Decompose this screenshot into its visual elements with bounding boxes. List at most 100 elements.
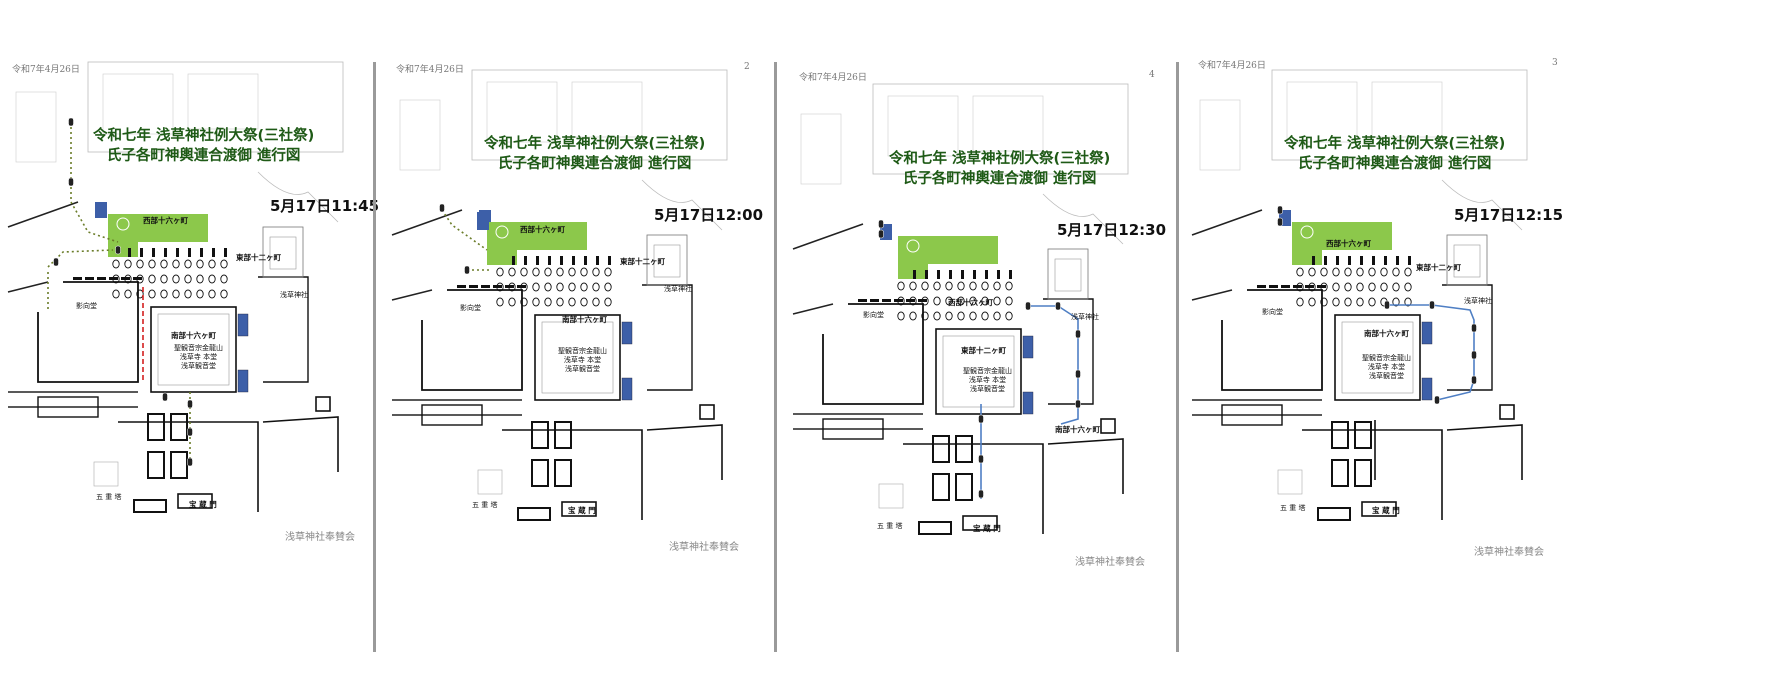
- mikoshi-marker: [220, 274, 228, 284]
- mikoshi-pill: [68, 117, 74, 127]
- mikoshi-bar: [1384, 256, 1387, 265]
- mikoshi-marker: [1392, 282, 1400, 292]
- mikoshi-marker: [1308, 267, 1316, 277]
- barrier-segment: [1317, 285, 1326, 288]
- label-main-hall: 聖観音宗金龍山 浅草寺 本堂 浅草観音堂: [558, 347, 607, 373]
- mikoshi-bar: [1372, 256, 1375, 265]
- mikoshi-marker: [196, 289, 204, 299]
- plaza-marker: [116, 217, 130, 231]
- mikoshi-pill: [1075, 329, 1081, 339]
- lantern-block: [932, 473, 950, 501]
- map-street: [1042, 193, 1124, 245]
- gate-box-left: [133, 499, 167, 513]
- map-block: [15, 91, 57, 163]
- mikoshi-marker: [556, 282, 564, 292]
- mikoshi-pill: [1434, 395, 1440, 405]
- mikoshi-marker: [172, 259, 180, 269]
- plaza-area: [1292, 222, 1392, 265]
- mikoshi-bar: [1009, 270, 1012, 279]
- mikoshi-bar: [997, 270, 1000, 279]
- map-block: [187, 73, 259, 130]
- lantern-block: [531, 421, 549, 449]
- mikoshi-marker: [172, 274, 180, 284]
- map-street: [8, 391, 138, 408]
- pagoda-square: [878, 483, 904, 509]
- mikoshi-marker: [148, 274, 156, 284]
- mikoshi-marker: [592, 297, 600, 307]
- pagoda-square: [1277, 469, 1303, 495]
- label-east-district: 東部十二ヶ町: [1416, 263, 1461, 272]
- barrier-segment: [73, 277, 82, 280]
- map-block: [972, 95, 1044, 152]
- mikoshi-marker: [933, 296, 941, 306]
- mikoshi-marker: [993, 281, 1001, 291]
- label-west-district: 西部十六ヶ町: [948, 298, 993, 307]
- mikoshi-marker: [1356, 267, 1364, 277]
- shrine-building: [1446, 234, 1488, 286]
- barrier-segment: [133, 277, 142, 280]
- mikoshi-marker: [112, 289, 120, 299]
- mikoshi-pill: [1429, 300, 1435, 310]
- map-street: [792, 223, 864, 315]
- mikoshi-marker: [196, 259, 204, 269]
- mikoshi-bar: [512, 256, 515, 265]
- mikoshi-marker: [1368, 297, 1376, 307]
- mikoshi-pill: [464, 265, 470, 275]
- label-pagoda: 五 重 塔: [877, 522, 903, 530]
- mikoshi-marker: [556, 297, 564, 307]
- gate-box-left: [1317, 507, 1351, 521]
- blue-building: [477, 212, 489, 230]
- mikoshi-pill: [878, 229, 884, 239]
- mikoshi-marker: [969, 281, 977, 291]
- mikoshi-marker: [945, 311, 953, 321]
- mikoshi-marker: [208, 289, 216, 299]
- mikoshi-marker: [568, 297, 576, 307]
- map-block: [571, 81, 643, 138]
- label-pagoda: 五 重 塔: [472, 501, 498, 509]
- barrier-segment: [97, 277, 106, 280]
- mikoshi-pill: [1277, 205, 1283, 215]
- side-building: [1421, 321, 1433, 345]
- label-shrine: 浅草神社: [1071, 313, 1099, 321]
- mikoshi-pill: [187, 399, 193, 409]
- barrier-segment: [918, 299, 927, 302]
- mikoshi-pill: [1277, 217, 1283, 227]
- map-street: [392, 399, 522, 416]
- time-label: 5月17日12:30: [1057, 221, 1167, 239]
- map-block: [399, 99, 441, 171]
- mikoshi-bar: [913, 270, 916, 279]
- mikoshi-marker: [1404, 267, 1412, 277]
- mikoshi-marker: [909, 281, 917, 291]
- title-line-2: 氏子各町神輿連合渡御 進行図: [106, 148, 301, 164]
- mikoshi-pill: [1075, 399, 1081, 409]
- lantern-block: [170, 451, 188, 479]
- map-block: [421, 404, 483, 426]
- mikoshi-marker: [112, 259, 120, 269]
- mikoshi-marker: [592, 282, 600, 292]
- barrier-segment: [1269, 285, 1278, 288]
- side-building: [621, 321, 633, 345]
- mikoshi-pill: [978, 489, 984, 499]
- mikoshi-marker: [532, 282, 540, 292]
- mikoshi-marker: [1296, 297, 1304, 307]
- gate-box: [962, 515, 998, 531]
- mikoshi-marker: [124, 289, 132, 299]
- label-main-hall: 聖観音宗金龍山 浅草寺 本堂 浅草観音堂: [963, 367, 1012, 393]
- mikoshi-bar: [128, 248, 131, 257]
- pagoda-square: [93, 461, 119, 487]
- mikoshi-marker: [897, 281, 905, 291]
- map-title: 令和七年 浅草神社例大祭(三社祭) 氏子各町神輿連合渡御 進行図: [93, 126, 314, 166]
- mikoshi-bar: [949, 270, 952, 279]
- lantern-block: [932, 435, 950, 463]
- mikoshi-bar: [973, 270, 976, 279]
- mikoshi-pill: [978, 414, 984, 424]
- lantern-block: [1354, 459, 1372, 487]
- mikoshi-marker: [993, 311, 1001, 321]
- map-street: [1441, 179, 1523, 231]
- mikoshi-pill: [1384, 300, 1390, 310]
- mikoshi-marker: [1332, 282, 1340, 292]
- map-title: 令和七年 浅草神社例大祭(三社祭) 氏子各町神輿連合渡御 進行図: [889, 149, 1110, 189]
- mikoshi-marker: [208, 259, 216, 269]
- map-drawing: [1191, 69, 1528, 521]
- page-date: 令和7年4月26日: [396, 65, 464, 75]
